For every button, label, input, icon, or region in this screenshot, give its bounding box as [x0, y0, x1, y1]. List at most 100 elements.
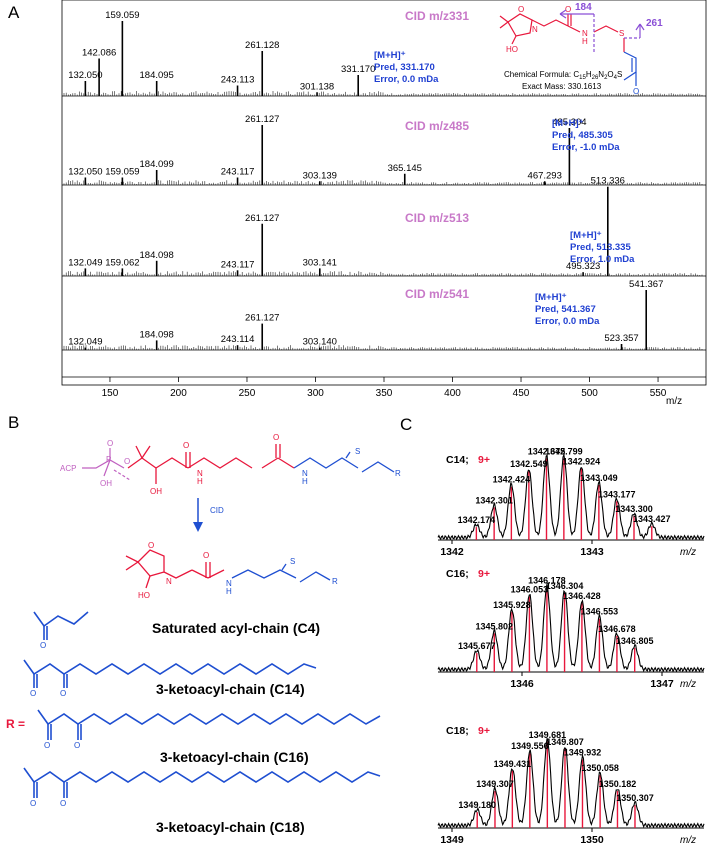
peak-label: 132.050: [68, 167, 102, 178]
svg-text:H: H: [197, 477, 203, 486]
svg-text:S: S: [290, 557, 295, 566]
svg-text:O: O: [44, 741, 50, 750]
isotope-peak-label: 1350.307: [616, 793, 654, 803]
svg-text:O: O: [273, 433, 279, 442]
isotope-peak-label: 1346.553: [581, 607, 619, 617]
peak-label: 513.336: [591, 176, 625, 187]
acp-label: ACP: [60, 464, 76, 473]
peak-label: 184.098: [140, 329, 174, 340]
chemical-formula: Chemical Formula: C15H26N2O4S: [504, 70, 622, 81]
svg-text:O: O: [60, 799, 66, 808]
fragment-184: 184: [575, 2, 592, 13]
fragment-markers: [559, 9, 645, 52]
pantetheine-red: [127, 444, 295, 484]
species-label: C16;: [446, 568, 469, 580]
species-label: C18;: [446, 725, 469, 737]
x-axis-label: m/z: [680, 835, 696, 844]
peak-label: 523.357: [604, 333, 638, 344]
chain-label-c14: 3-ketoacyl-chain (C14): [156, 681, 305, 697]
precursor-annotation: [M+H]⁺: [535, 292, 567, 303]
peak-label: 261.127: [245, 313, 279, 324]
acyl-tail: [623, 51, 637, 86]
svg-text:O: O: [183, 441, 189, 450]
x-tick-label: 1350: [580, 834, 604, 844]
svg-text:O: O: [40, 641, 46, 650]
peak-label: 261.127: [245, 114, 279, 125]
chain-c16: [37, 709, 381, 740]
spectrum-title: CID m/z331: [405, 9, 469, 23]
isotope-peak-label: 1342.675: [528, 446, 566, 456]
precursor-annotation: [M+H]⁺: [552, 118, 584, 129]
svg-text:S: S: [355, 447, 360, 456]
charge-state: 9+: [478, 454, 490, 466]
precursor-annotation: Error, -1.0 mDa: [552, 142, 620, 153]
precursor-annotation: Error, 0.0 mDa: [535, 316, 600, 327]
r-equals: R =: [6, 717, 25, 731]
svg-text:O: O: [107, 439, 113, 448]
x-tick-label: 150: [102, 388, 119, 399]
peak-label: 132.049: [68, 337, 102, 348]
precursor-annotation: Pred, 541.367: [535, 304, 596, 315]
spectrum-noise: [63, 271, 703, 276]
svg-text:N: N: [532, 25, 538, 34]
isotope-peak-label: 1349.932: [564, 747, 602, 757]
panel-a-xlabel: m/z: [666, 396, 682, 407]
x-tick-label: 400: [444, 388, 461, 399]
observed-profile: [437, 738, 705, 829]
peak-label: 261.128: [245, 40, 279, 51]
svg-text:O: O: [633, 87, 639, 96]
isotope-peak-label: 1342.424: [493, 475, 531, 485]
peak-label: 159.059: [105, 167, 139, 178]
peak-label: 243.117: [221, 259, 255, 270]
svg-text:S: S: [619, 29, 624, 38]
peak-label: 184.098: [140, 250, 174, 261]
exact-mass: Exact Mass: 330.1613: [522, 82, 602, 91]
observed-profile: [437, 452, 705, 541]
isotope-peak-label: 1349.307: [476, 779, 514, 789]
isotope-peak-label: 1346.805: [616, 636, 654, 646]
peak-label: 365.145: [388, 163, 422, 174]
chain-c4: [33, 611, 89, 640]
x-tick-label: 1347: [650, 678, 674, 690]
peak-label: 132.050: [68, 70, 102, 81]
peak-label: 159.059: [105, 10, 139, 21]
isotope-peak-label: 1349.180: [458, 800, 496, 810]
peak-label: 184.095: [140, 70, 174, 81]
x-tick-label: 1346: [510, 678, 534, 690]
svg-text:O: O: [203, 551, 209, 560]
chain-c14: [23, 659, 317, 688]
peak-label: 261.127: [245, 213, 279, 224]
svg-text:H: H: [302, 477, 308, 486]
x-tick-label: 1342: [440, 546, 464, 558]
peak-label: 467.293: [528, 170, 562, 181]
svg-text:OH: OH: [150, 487, 162, 496]
svg-text:N: N: [582, 29, 588, 38]
chain-label-c16: 3-ketoacyl-chain (C16): [160, 749, 309, 765]
svg-text:N: N: [197, 469, 203, 478]
isotope-peak-label: 1346.678: [598, 624, 636, 634]
fragment-261: 261: [646, 18, 663, 29]
x-tick-label: 250: [239, 388, 256, 399]
svg-text:P: P: [106, 455, 111, 464]
peak-label: 303.141: [303, 257, 337, 268]
spectrum-noise: [63, 180, 703, 185]
charge-state: 9+: [478, 725, 490, 737]
isotope-peak-label: 1343.427: [633, 514, 671, 524]
svg-text:O: O: [60, 689, 66, 698]
pantetheine-blue: [293, 451, 395, 473]
panel-letter-b: B: [8, 413, 19, 432]
x-axis-label: m/z: [680, 679, 696, 690]
panel-a-frame: [61, 0, 707, 386]
svg-text:OH: OH: [100, 479, 112, 488]
x-axis-label: m/z: [680, 547, 696, 558]
peak-label: 331.170: [341, 64, 375, 75]
precursor-annotation: [M+H]⁺: [374, 50, 406, 61]
spectrum-noise: [63, 91, 703, 96]
peak-label: 243.117: [221, 167, 255, 178]
chain-label-c18: 3-ketoacyl-chain (C18): [156, 819, 305, 835]
peak-label: 243.114: [221, 334, 255, 345]
